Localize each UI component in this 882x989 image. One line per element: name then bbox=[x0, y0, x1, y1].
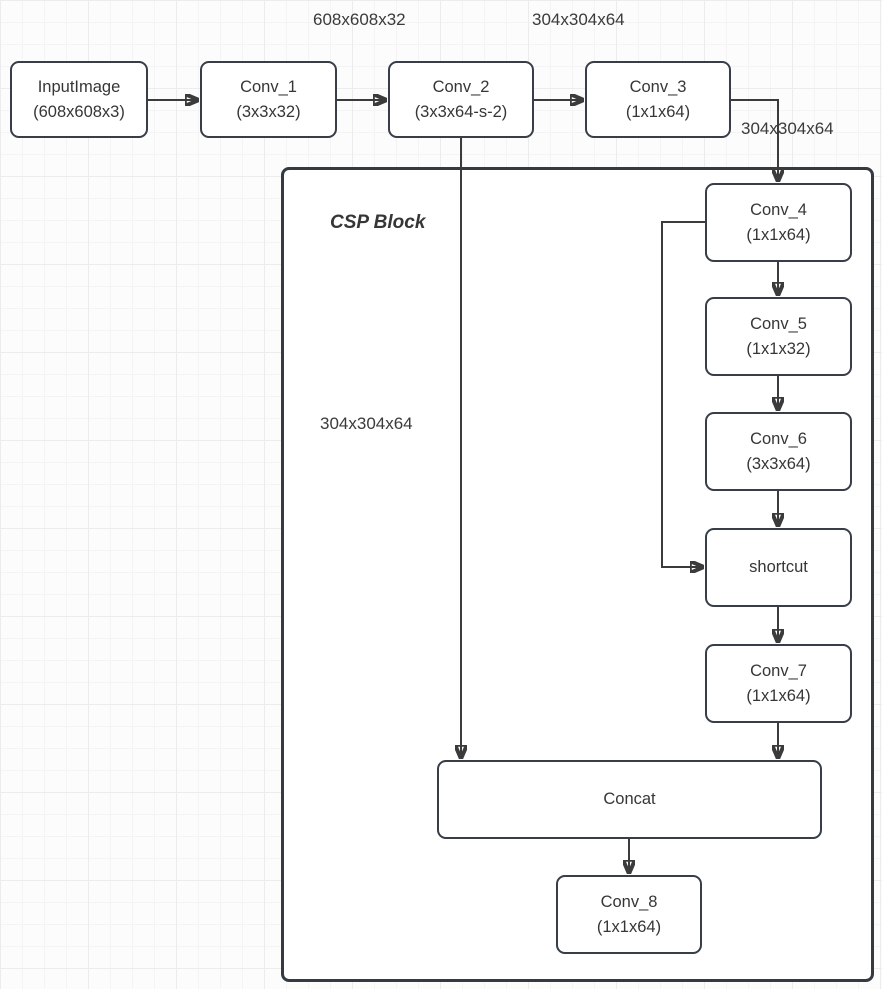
node-params: (1x1x64) bbox=[746, 686, 811, 705]
arrow-conv3-to-conv4 bbox=[731, 99, 778, 181]
node-title: Conv_4 bbox=[750, 200, 807, 219]
node-params: (1x1x64) bbox=[746, 225, 811, 244]
node-conv-5[interactable]: Conv_5 (1x1x32) bbox=[705, 297, 852, 376]
node-params: (1x1x64) bbox=[625, 102, 691, 121]
node-concat[interactable]: Concat bbox=[437, 760, 822, 839]
node-title: Conv_6 bbox=[750, 429, 807, 448]
node-conv-4[interactable]: Conv_4 (1x1x64) bbox=[705, 183, 852, 262]
node-conv-1[interactable]: Conv_1 (3x3x32) bbox=[200, 61, 337, 138]
dim-label-304x304x64-right: 304x304x64 bbox=[741, 119, 834, 138]
node-conv-7[interactable]: Conv_7 (1x1x64) bbox=[705, 644, 852, 723]
node-title: Conv_7 bbox=[750, 661, 807, 680]
node-title: shortcut bbox=[749, 558, 808, 576]
node-title: Conv_8 bbox=[600, 892, 658, 911]
node-params: (1x1x32) bbox=[746, 339, 811, 358]
node-title: Conv_5 bbox=[750, 314, 807, 333]
node-conv-8[interactable]: Conv_8 (1x1x64) bbox=[556, 875, 702, 954]
dim-label-304x304x64-inner: 304x304x64 bbox=[320, 414, 413, 433]
node-params: (3x3x64) bbox=[746, 454, 811, 473]
node-conv-2[interactable]: Conv_2 (3x3x64-s-2) bbox=[388, 61, 534, 138]
arrow-conv4-skip-to-shortcut bbox=[661, 221, 705, 567]
node-params: (3x3x32) bbox=[236, 102, 301, 121]
node-title: Concat bbox=[603, 790, 656, 808]
node-params: (3x3x64-s-2) bbox=[414, 102, 508, 121]
node-title: Conv_1 bbox=[240, 77, 297, 96]
node-conv-6[interactable]: Conv_6 (3x3x64) bbox=[705, 412, 852, 491]
node-params: (608x608x3) bbox=[33, 102, 125, 121]
node-title: Conv_2 bbox=[432, 77, 490, 96]
dim-label-304x304x64-top: 304x304x64 bbox=[532, 10, 625, 29]
node-shortcut[interactable]: shortcut bbox=[705, 528, 852, 607]
node-title: InputImage bbox=[37, 77, 121, 96]
csp-block-title: CSP Block bbox=[330, 212, 426, 233]
node-conv-3[interactable]: Conv_3 (1x1x64) bbox=[585, 61, 731, 138]
node-title: Conv_3 bbox=[629, 77, 687, 96]
node-input-image[interactable]: InputImage (608x608x3) bbox=[10, 61, 148, 138]
node-params: (1x1x64) bbox=[596, 917, 662, 936]
dim-label-608x608x32: 608x608x32 bbox=[313, 10, 406, 29]
